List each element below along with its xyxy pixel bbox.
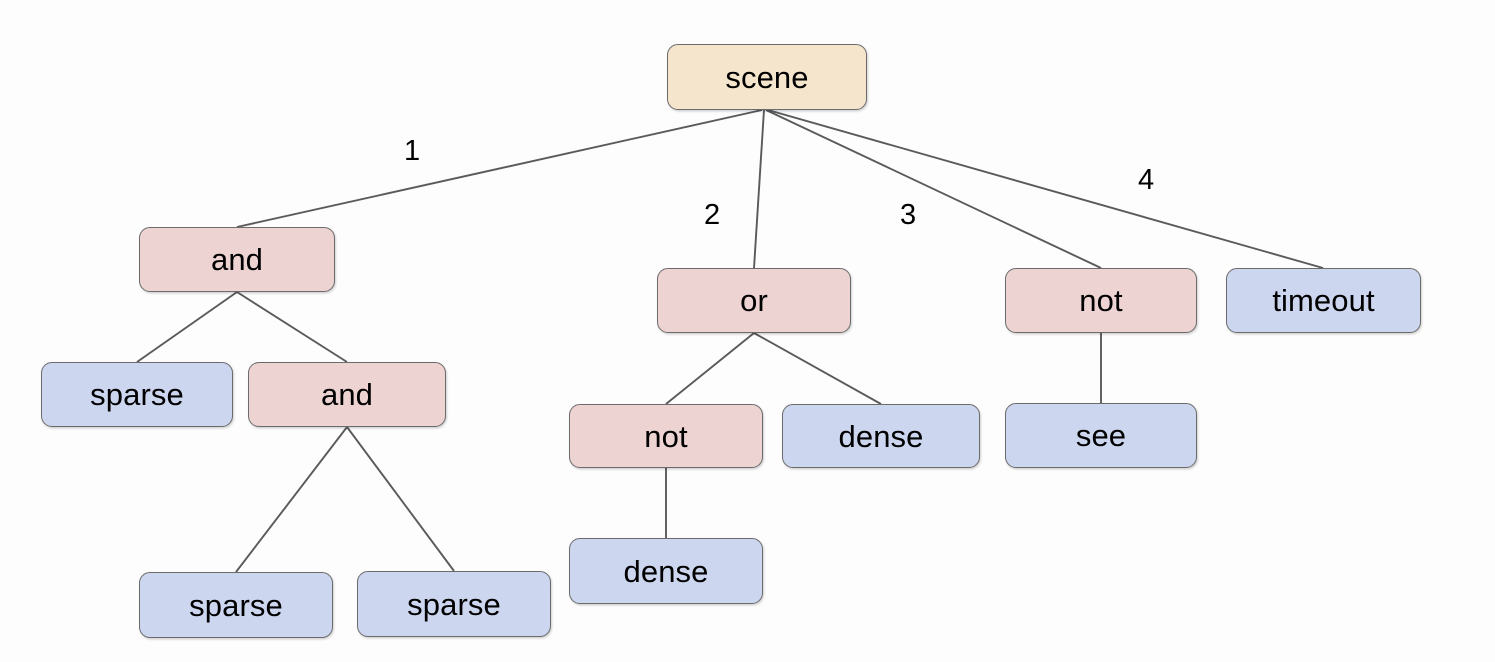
tree-node-dense1[interactable]: dense [782,404,980,468]
edge-label-3: 3 [900,199,917,231]
edge-label-4: 4 [1138,164,1155,196]
tree-node-sparse2[interactable]: sparse [139,572,333,638]
tree-node-and2[interactable]: and [248,362,446,427]
tree-edge-scene-and1 [236,109,763,228]
tree-edge-and2-sparse2 [235,426,348,573]
tree-edge-or1-dense1 [753,332,882,405]
tree-node-and1[interactable]: and [139,227,335,292]
tree-edge-and2-sparse3 [346,426,455,572]
tree-node-not2[interactable]: not [1005,268,1197,333]
tree-node-or1[interactable]: or [657,268,851,333]
tree-node-dense2[interactable]: dense [569,538,763,604]
edge-label-2: 2 [704,199,721,231]
tree-edge-and1-and2 [236,291,348,363]
tree-edge-or1-not1 [665,332,755,405]
tree-node-see1[interactable]: see [1005,403,1197,468]
edge-label-1: 1 [404,135,421,167]
tree-node-not1[interactable]: not [569,404,763,468]
tree-node-scene[interactable]: scene [667,44,867,110]
tree-edge-scene-timeout1 [767,109,1324,269]
tree-edge-scene-not2 [765,109,1102,269]
tree-node-sparse3[interactable]: sparse [357,571,551,637]
tree-node-timeout1[interactable]: timeout [1226,268,1421,333]
tree-edge-and1-sparse1 [136,291,238,363]
tree-node-sparse1[interactable]: sparse [41,362,233,427]
tree-edge-scene-or1 [753,109,765,269]
